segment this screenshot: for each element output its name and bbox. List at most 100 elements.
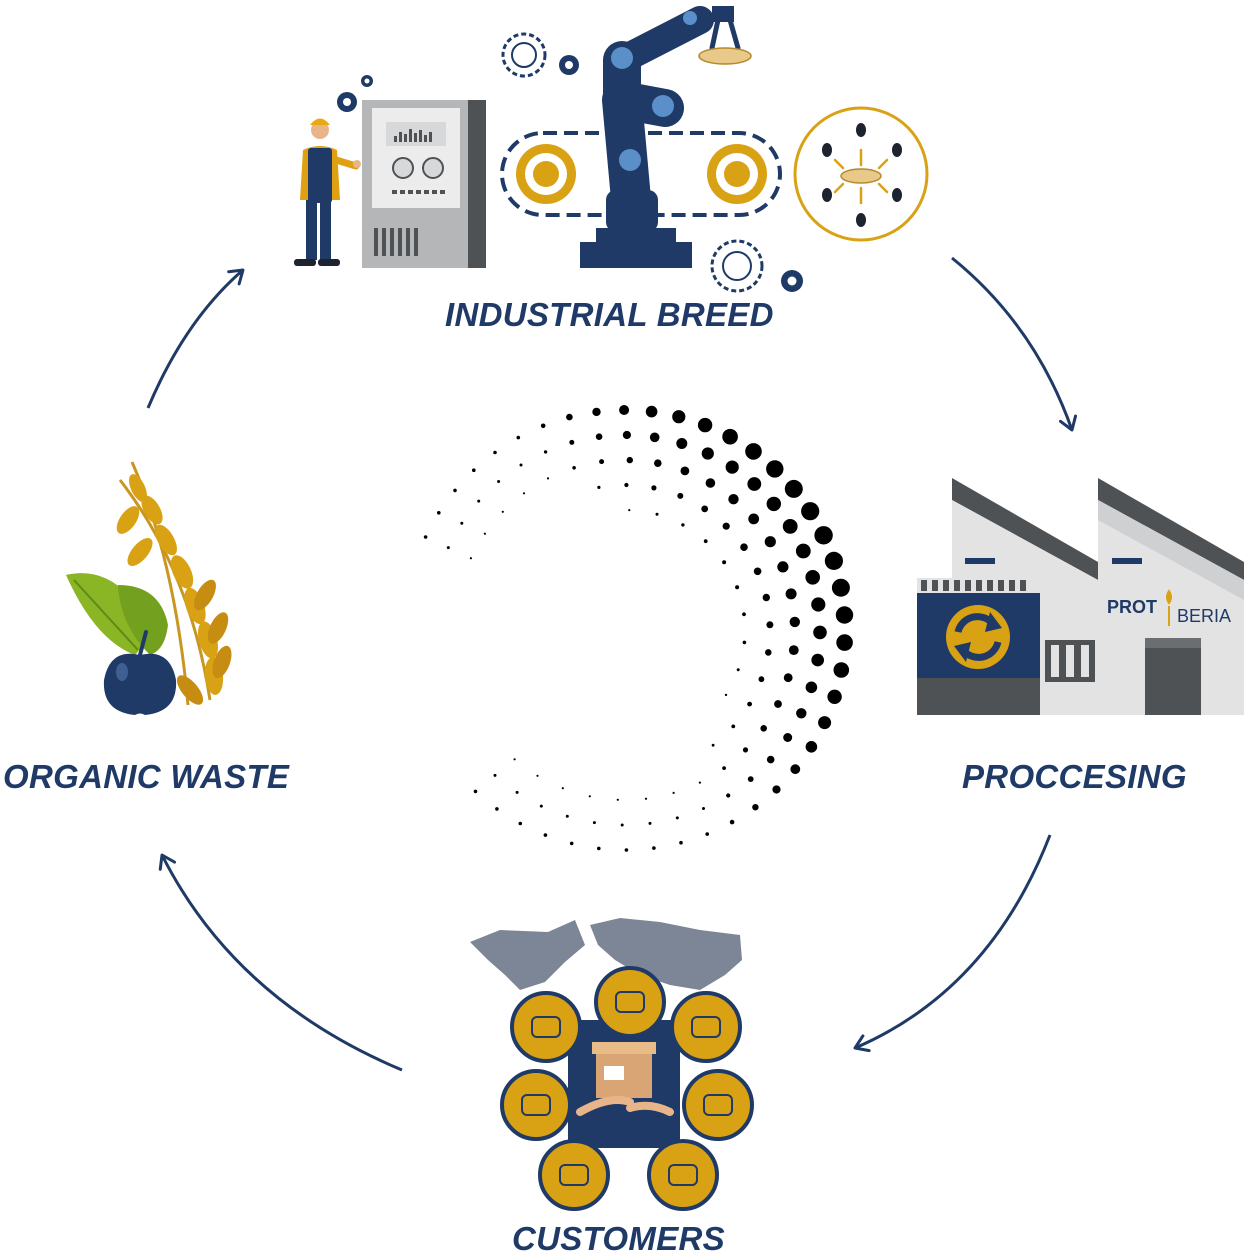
halftone-dot <box>469 557 472 560</box>
halftone-dot <box>697 417 713 433</box>
halftone-dot <box>722 560 727 565</box>
halftone-dot <box>711 743 715 747</box>
halftone-dot <box>654 459 662 468</box>
halftone-dot <box>518 821 523 826</box>
halftone-dot <box>824 551 844 571</box>
halftone-dot <box>833 662 850 678</box>
halftone-dot <box>698 781 702 784</box>
halftone-dot <box>473 789 478 794</box>
halftone-dot <box>742 612 746 617</box>
halftone-dot <box>493 773 497 777</box>
halftone-dot <box>748 513 760 525</box>
halftone-dot <box>599 459 605 465</box>
halftone-dot <box>655 512 659 516</box>
halftone-dot <box>493 450 497 455</box>
halftone-dot <box>536 774 539 777</box>
wheat-logo-icon <box>1166 589 1172 626</box>
halftone-dot <box>783 733 793 742</box>
halftone-dot <box>597 485 601 489</box>
halftone-dot <box>805 741 818 753</box>
halftone-dot <box>519 463 523 467</box>
halftone-dot <box>811 597 826 612</box>
halftone-dot <box>784 479 803 498</box>
halftone-dot <box>752 804 759 811</box>
halftone-dot <box>651 485 657 491</box>
halftone-dot <box>701 447 714 460</box>
halftone-dot <box>616 798 619 801</box>
halftone-dot <box>679 840 683 845</box>
halftone-dot <box>680 466 690 476</box>
halftone-dot <box>772 785 781 794</box>
wheat-icon <box>116 461 232 706</box>
halftone-dot <box>677 492 684 499</box>
halftone-dot <box>565 814 569 818</box>
halftone-dot <box>648 821 652 825</box>
halftone-dot <box>522 492 526 495</box>
halftone-dot <box>437 511 441 515</box>
halftone-dot <box>681 523 685 527</box>
stage-label-organic-waste: ORGANIC WASTE <box>3 758 290 795</box>
halftone-dot <box>676 438 688 449</box>
stage-label-industrial-breed: INDUSTRIAL BREED <box>445 296 774 333</box>
halftone-dot <box>622 430 632 440</box>
halftone-dot <box>777 561 789 573</box>
halftone-dot <box>569 439 575 445</box>
halftone-dot <box>561 787 564 790</box>
halftone-dot <box>836 634 853 651</box>
halftone-dot <box>592 407 601 417</box>
brand-logo-prot: PROT <box>1107 597 1157 617</box>
factory-icon <box>538 1139 610 1211</box>
lab-flask-icon <box>510 991 582 1063</box>
halftone-dot <box>814 526 833 545</box>
halftone-dot <box>736 668 740 672</box>
halftone-dot <box>675 816 679 820</box>
halftone-dot <box>672 410 686 424</box>
halftone-dot <box>796 708 807 719</box>
halftone-dot <box>453 488 457 493</box>
halftone-dot <box>735 585 740 590</box>
arrow-breed-to-processing <box>951 256 1078 432</box>
halftone-dot <box>783 673 793 683</box>
halftone-dot <box>722 428 738 445</box>
halftone-dot <box>813 625 827 640</box>
halftone-dot <box>765 649 772 656</box>
halftone-dot <box>515 790 519 794</box>
halftone-dot <box>672 791 675 795</box>
livestock-icon <box>682 1069 754 1141</box>
package-handover-icon <box>576 1042 674 1116</box>
arrow-processing-to-customers <box>853 834 1052 1053</box>
halftone-dot <box>460 521 464 525</box>
halftone-dot <box>566 413 573 421</box>
recycle-icon <box>946 605 1010 669</box>
halftone-dot <box>811 653 824 667</box>
halftone-dot <box>540 423 546 429</box>
halftone-dot <box>644 797 648 800</box>
halftone-dot <box>516 435 521 440</box>
halftone-dot <box>501 510 504 513</box>
halftone-dot <box>795 543 811 559</box>
halftone-dot <box>495 807 499 811</box>
halftone-dot <box>483 532 486 535</box>
gear-icon <box>559 55 579 75</box>
halftone-dot <box>702 807 705 810</box>
insect-breeding-badge <box>793 106 929 242</box>
gear-icon <box>501 32 547 78</box>
halftone-dot-ring <box>423 405 854 852</box>
halftone-dot <box>472 468 476 473</box>
organic-waste-illustration <box>66 461 232 715</box>
stage-label-customers: CUSTOMERS <box>512 1220 725 1257</box>
halftone-dot <box>831 578 850 597</box>
halftone-dot <box>546 477 550 480</box>
halftone-dot <box>790 764 801 775</box>
halftone-dot <box>818 716 832 730</box>
halftone-dot <box>497 480 501 483</box>
arrow-waste-to-breed <box>146 268 245 409</box>
halftone-dot <box>747 776 754 782</box>
halftone-dot <box>725 460 739 474</box>
halftone-dot <box>572 466 576 470</box>
leaf-icon <box>66 573 168 655</box>
halftone-dot <box>745 443 762 460</box>
halftone-dot <box>747 477 762 491</box>
worker-figure <box>294 118 361 266</box>
